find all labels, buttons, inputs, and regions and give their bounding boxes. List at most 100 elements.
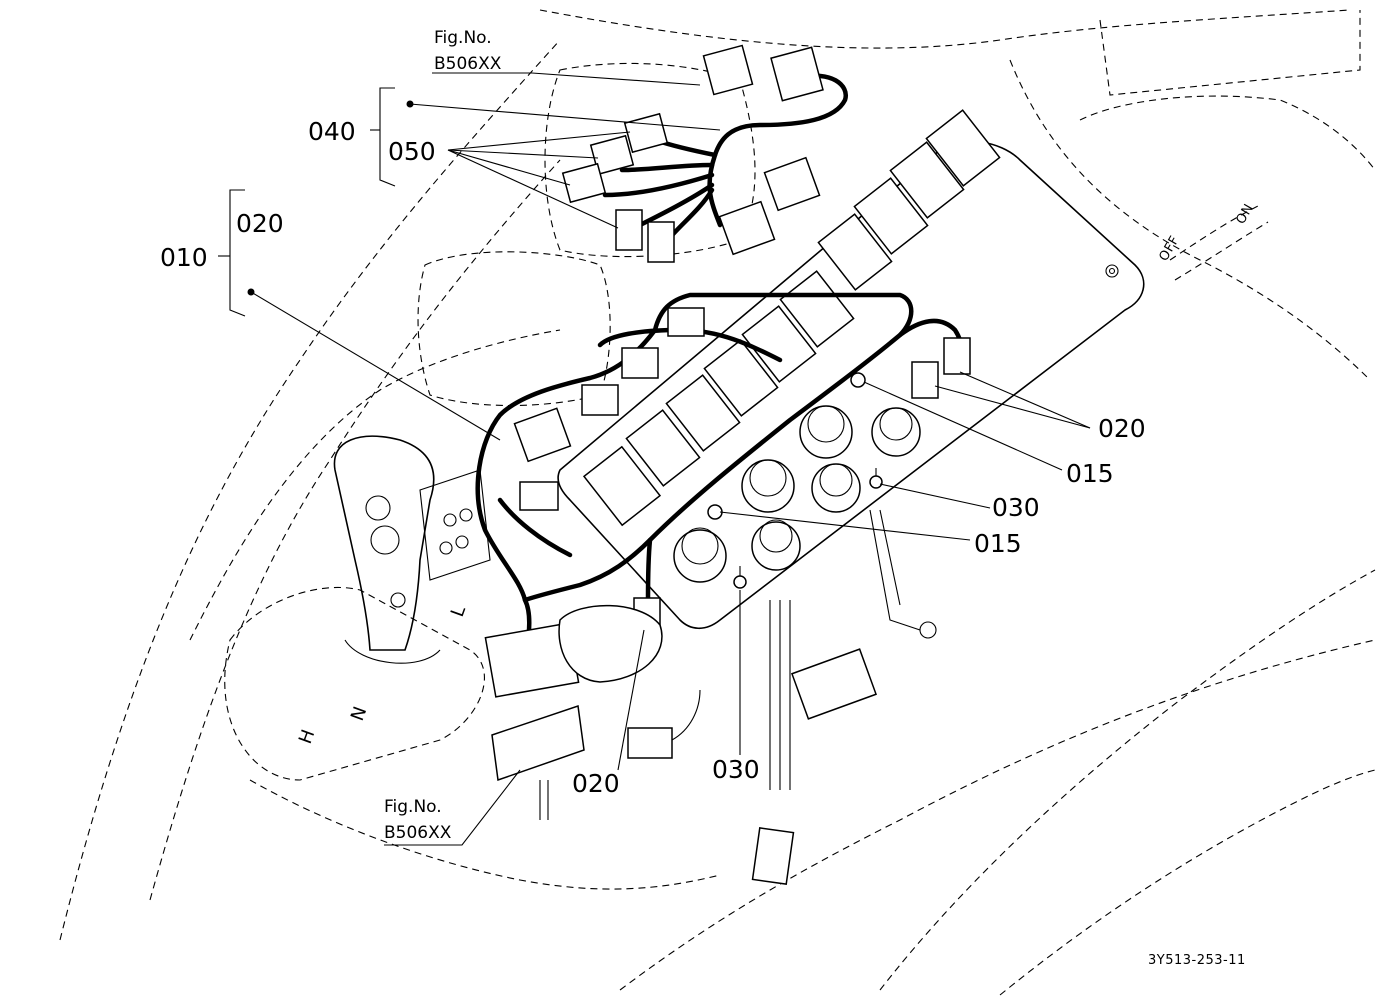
leader-figref-top (432, 72, 701, 86)
sub-harness-040-main (707, 73, 848, 228)
rocker-switch-7 (817, 213, 893, 291)
bracket-right-lower-eye (919, 621, 937, 639)
leader-015-mid (719, 511, 971, 541)
relay-box-bottom-ref (491, 704, 585, 782)
dash-outline-top (539, 9, 1351, 49)
seat-area-outline (1079, 95, 1376, 171)
indicator-lamp-2 (459, 508, 473, 522)
callout-015-right: 015 (1066, 459, 1114, 488)
callout-040: 040 (308, 117, 356, 146)
connector-lower-plug (627, 727, 673, 759)
clamp-015-mid (707, 504, 723, 520)
shift-lever-boot (344, 639, 441, 664)
knob-5-top (681, 527, 719, 565)
dash-outline-right (1009, 59, 1371, 381)
floor-outline-2 (619, 639, 1376, 991)
relay-box-bottom-leads (539, 780, 549, 820)
relay-upper-right (763, 156, 821, 212)
knob-6-top (759, 519, 793, 553)
bracket-right-lower (869, 509, 921, 631)
bracket-040 (379, 87, 396, 187)
shift-lever-body (333, 435, 435, 651)
cover-outline (544, 62, 756, 258)
knob-3-top (879, 407, 913, 441)
knob-1 (741, 459, 795, 513)
rocker-switch-5 (741, 305, 817, 383)
relay-upper-center (718, 200, 776, 256)
leader-figref-bottom (384, 769, 521, 846)
panel-screw-hole-inner (1108, 267, 1116, 275)
harness-branch-left (497, 497, 573, 558)
switch-panel (557, 109, 1145, 630)
rocker-switch-3 (665, 374, 741, 452)
body-outline-group (59, 9, 1376, 996)
callout-050: 050 (388, 137, 436, 166)
knob-3 (871, 407, 921, 457)
relay-050-b (589, 134, 635, 176)
panel-screw-hole (1105, 264, 1119, 278)
leader-050-c (447, 149, 571, 186)
relay-050-c (561, 162, 607, 204)
callout-030-bottom: 030 (712, 755, 760, 784)
connector-020-right-b (943, 337, 971, 375)
knob-1-top (749, 459, 787, 497)
sensor-wires (769, 600, 791, 790)
leader-030-right (879, 483, 991, 509)
screw-030-right (869, 475, 883, 489)
drawing-number: 3Y513-253-11 (1148, 953, 1246, 968)
upper-right-recess (1099, 10, 1361, 96)
label-group: Fig.No. B506XX 040 050 020 010 020 015 0… (160, 28, 1257, 968)
shift-lever-assembly (333, 435, 491, 664)
harness-connector-top (667, 307, 705, 337)
shift-gate-outline (224, 586, 485, 781)
rocker-switch-9 (889, 141, 965, 219)
relay-050-a (623, 112, 669, 154)
knob-4-top (819, 463, 853, 497)
connector-020-right-a (911, 361, 939, 399)
switch-panel-plate (557, 140, 1145, 630)
callout-020-group: 020 (236, 209, 284, 238)
rocker-switch-2 (625, 409, 701, 487)
leader-050-b (447, 149, 599, 159)
connector-lower-plug-lead (671, 689, 701, 741)
callout-020-right: 020 (1098, 414, 1146, 443)
sub-harness-040-branch-3 (602, 172, 715, 198)
fastener-group (707, 372, 883, 589)
rocker-switch-row (582, 109, 1001, 527)
relay-top-right (770, 46, 824, 102)
knob-4 (811, 463, 861, 513)
callout-030-right: 030 (992, 493, 1040, 522)
figref-top-line1: Fig.No. (434, 28, 492, 48)
floor-outline-3 (999, 769, 1376, 996)
leader-040 (409, 103, 721, 131)
leader-020-right-a (934, 385, 1091, 429)
shift-marking-l: L (447, 603, 470, 620)
knob-group (673, 405, 921, 583)
callout-020-bottom: 020 (572, 769, 620, 798)
panel-plate-outline (417, 251, 611, 407)
knob-5 (673, 529, 727, 583)
callout-010: 010 (160, 243, 208, 272)
lower-components (484, 509, 937, 885)
rocker-switch-1 (582, 445, 662, 527)
knob-2-top (807, 405, 845, 443)
group-brackets (218, 87, 414, 317)
rocker-switch-10 (925, 109, 1001, 187)
figref-top-line2: B506XX (434, 54, 502, 74)
leader-050-d (447, 149, 619, 229)
harness-connector-left (519, 481, 559, 511)
rocker-switch-4 (703, 339, 779, 417)
figref-bottom-line1: Fig.No. (384, 797, 442, 817)
harness-connector-upper-mid (621, 347, 659, 379)
sub-harness-040-branch-2 (619, 162, 715, 173)
harness-to-connector-020-bottom (645, 537, 653, 603)
connector-right-lower (791, 648, 877, 720)
harness-relay-left (513, 407, 572, 463)
floor-outline-1 (879, 569, 1376, 991)
harness-connector-upper-left (581, 384, 619, 416)
fender-outline-left (59, 39, 561, 941)
screw-030-bottom (733, 575, 747, 589)
key-switch-base (558, 604, 663, 683)
indicator-lamp-4 (455, 535, 469, 549)
indicator-lamp-1 (443, 513, 457, 527)
